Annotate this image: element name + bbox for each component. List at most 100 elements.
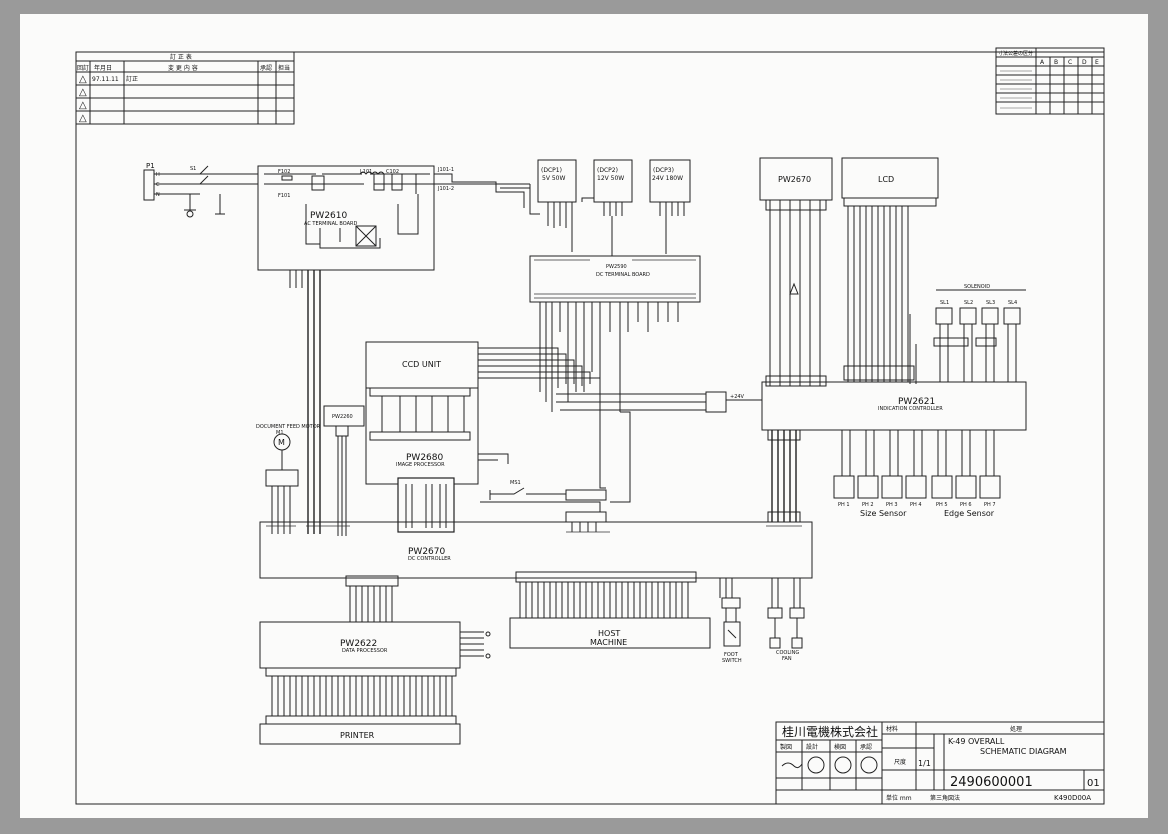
sensor-ph1-label: PH 1 — [838, 502, 850, 508]
block-pw2260: PW2260 — [323, 405, 365, 536]
block-pw2680: PW2680 IMAGE PROCESSOR — [365, 387, 509, 533]
seal-stamp — [860, 756, 878, 774]
pw2622-name: PW2622 — [340, 639, 377, 649]
pw2590-sub: DC TERMINAL BOARD — [596, 272, 650, 278]
block-motor: DOCUMENT FEED MOTOR M1 M — [256, 424, 321, 534]
pw2590-to-pw2621-wires — [556, 393, 686, 489]
block-size-sensor: PH 1 PH 2 PH 3 PH 4 Size Sensor — [833, 430, 927, 518]
pw2621-name: PW2621 — [898, 397, 935, 407]
revision-mark: △ — [79, 100, 87, 111]
sensor-ph7-label: PH 7 — [984, 502, 996, 508]
fan-line2: FAN — [782, 656, 792, 662]
signature — [781, 762, 803, 769]
projection-label: 第三角図法 — [930, 794, 960, 802]
solenoid-sl2-label: SL2 — [964, 300, 973, 306]
solenoid-sl4-label: SL4 — [1008, 300, 1017, 306]
pw2622-to-printer-bus — [265, 667, 457, 725]
cap-c102-label: C102 — [386, 169, 399, 175]
revision-title: 訂 正 表 — [170, 53, 192, 61]
block-host-machine: HOST MACHINE — [509, 617, 711, 649]
pw2670-main-name: PW2670 — [408, 547, 446, 557]
pw2590-name: PW2590 — [606, 264, 627, 270]
dcp2-spec: 12V 50W — [597, 175, 624, 182]
j-label: J101-1 — [437, 167, 454, 173]
fan-line1: COOLING — [776, 650, 799, 656]
pw2670-top-name: PW2670 — [778, 175, 811, 184]
tolerance-col: C — [1068, 59, 1072, 66]
p1-pin: H — [156, 172, 160, 178]
company-name: 桂川電機株式会社 — [782, 724, 878, 739]
drawing-revision: 01 — [1087, 778, 1100, 789]
dcp1-spec: 5V 50W — [542, 175, 565, 182]
pw2622-sub: DATA PROCESSOR — [342, 648, 388, 654]
pw2610-name: PW2610 — [310, 211, 348, 221]
drawing-code: K490D00A — [1054, 794, 1091, 802]
revision-header-approve: 承認 — [260, 64, 272, 72]
connector — [767, 429, 801, 441]
block-dcp2: (DCP2) 12V 50W — [593, 159, 633, 203]
coil-l101-label: L101 — [360, 169, 372, 175]
p1-pin: N — [156, 192, 160, 198]
ms1-label: MS1 — [510, 480, 521, 486]
block-pw2621: PW2621 INDICATION CONTROLLER +24V — [686, 381, 1027, 431]
dcp-output-wires — [529, 197, 685, 256]
block-lcd: LCD — [841, 157, 939, 384]
revision-mark: △ — [79, 113, 87, 124]
j-label: J101-2 — [437, 186, 454, 192]
block-ccd-unit: CCD UNIT — [365, 341, 601, 408]
pw2610-sub: AC TERMINAL BOARD — [304, 221, 358, 227]
scale-value: 1/1 — [918, 759, 931, 768]
title-block: 桂川電機株式会社 材料 処理 尺度 1/1 K-49 OVERALL SCHEM… — [775, 721, 1105, 805]
ac-output-wires: J101-1 J101-2 — [434, 167, 531, 214]
block-printer: PRINTER — [259, 723, 461, 745]
revision-mark: △ — [79, 74, 87, 85]
dcp3-spec: 24V 180W — [652, 175, 683, 182]
pw2680-sub: IMAGE PROCESSOR — [396, 462, 445, 468]
revision-block: 訂 正 表 回訂 年月日 変 更 内 容 承認 担当 △ 97.11.11 訂正… — [75, 51, 295, 125]
drawing-number: 2490600001 — [950, 775, 1033, 790]
role-designer: 設計 — [806, 743, 818, 751]
revision-header-charge: 担当 — [278, 64, 290, 72]
block-pw2590: PW2590 DC TERMINAL BOARD — [529, 255, 701, 412]
motor-id: M1 — [276, 430, 284, 436]
sensor-ph5-label: PH 5 — [936, 502, 948, 508]
solenoid-sl3-label: SL3 — [986, 300, 995, 306]
switch-s1-label: S1 — [190, 166, 196, 172]
voltage-label: +24V — [730, 394, 745, 400]
revision-content: 訂正 — [126, 75, 138, 83]
motor-label: DOCUMENT FEED MOTOR — [256, 424, 321, 430]
revision-header-date: 年月日 — [94, 64, 112, 72]
fuse-f101-label: F101 — [278, 193, 290, 199]
connector-p1-label: P1 — [146, 162, 155, 170]
block-ms1: MS1 — [480, 480, 607, 532]
pw2680-name: PW2680 — [406, 453, 444, 463]
block-pw2670-dc-controller: PW2670 DC CONTROLLER — [259, 521, 813, 608]
dc-to-pw2622-wires — [349, 586, 393, 622]
host-line1: HOST — [598, 629, 620, 638]
drawing-title-line2: SCHEMATIC DIAGRAM — [980, 747, 1067, 756]
treatment-label: 処理 — [1010, 725, 1022, 733]
material-label: 材料 — [886, 725, 898, 733]
sensor-ph3-label: PH 3 — [886, 502, 898, 508]
tolerance-header: 寸法公差の区分 — [998, 50, 1033, 57]
lcd-name: LCD — [878, 175, 894, 184]
foot-switch-line1: FOOT — [724, 652, 739, 658]
seal-stamp — [807, 756, 825, 774]
block-pw2610: PW2610 AC TERMINAL BOARD F102 F101 L101 … — [257, 165, 435, 288]
tolerance-col: E — [1095, 59, 1099, 66]
solenoid-label: SOLENOID — [964, 284, 990, 290]
role-drafter: 製図 — [780, 743, 792, 751]
host-line2: MACHINE — [590, 638, 627, 647]
tolerance-table: 寸法公差の区分 A B C D E — [995, 47, 1105, 115]
block-pw2670-top: PW2670 — [759, 157, 833, 387]
sensor-ph4-label: PH 4 — [910, 502, 922, 508]
foot-switch-line2: SWITCH — [722, 658, 742, 664]
dc-to-host-bus — [515, 571, 697, 618]
ac-input: P1 H C N S1 — [143, 162, 258, 218]
printer-name: PRINTER — [340, 731, 375, 740]
fuse-f102-label: F102 — [278, 169, 290, 175]
connector — [345, 575, 399, 587]
motor-symbol-icon: M — [278, 438, 285, 447]
block-cooling-fan: COOLING FAN — [767, 607, 805, 662]
block-edge-sensor: PH 5 PH 6 PH 7 Edge Sensor — [931, 430, 1001, 518]
